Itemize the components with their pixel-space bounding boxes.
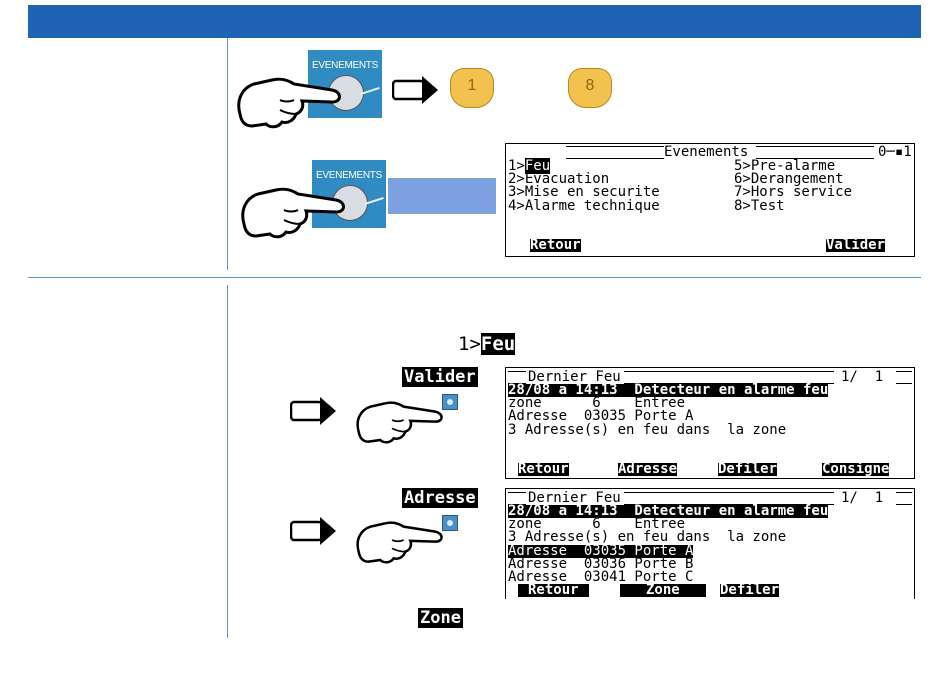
key-1[interactable]: 1 (450, 68, 494, 108)
lcd2-count-line: 3 Adresse(s) en feu dans la zone (508, 529, 787, 545)
adresse-key-label: Adresse (402, 488, 478, 508)
softkey-retour-3[interactable]: Retour (518, 583, 589, 597)
lcd1-page: 1/ 1 (841, 369, 884, 385)
divider-horizontal (28, 277, 921, 278)
pointing-hand-icon (356, 401, 443, 444)
evenements-key[interactable]: EVENEMENTS (308, 50, 382, 118)
lcd-title: Evenements (664, 144, 749, 160)
lock-icon: 0─▪1 (878, 144, 912, 160)
lcd-dernier-feu-addresses: Dernier Feu 1/ 1 28/08 a 14:13 Detecteur… (505, 488, 915, 599)
lcd2-event-line: 28/08 a 14:13 Detecteur en alarme feu (508, 503, 829, 519)
menu-item-test[interactable]: 8>Test (734, 198, 785, 214)
address-row-selected[interactable]: Adresse 03035 Porte A (508, 543, 694, 559)
lcd1-event-line: 28/08 a 14:13 Detecteur en alarme feu (508, 382, 829, 398)
menu-item-feu[interactable]: 1>Feu (508, 158, 551, 174)
menu-item-mise-en-securite[interactable]: 3>Mise en securite (508, 184, 660, 200)
pointing-hand-icon (356, 521, 443, 564)
evenements-key-2[interactable]: EVENEMENTS (312, 160, 386, 228)
key-8[interactable]: 8 (568, 68, 612, 108)
lcd-dernier-feu: Dernier Feu 1/ 1 28/08 a 14:13 Detecteur… (505, 367, 915, 479)
address-row[interactable]: Adresse 03036 Porte B (508, 556, 694, 572)
lcd1-title: Dernier Feu (528, 369, 621, 385)
lcd1-address-line: Adresse 03035 Porte A (508, 408, 694, 424)
menu-item-derangement[interactable]: 6>Derangement (734, 171, 844, 187)
menu-item-alarme-technique[interactable]: 4>Alarme technique (508, 198, 660, 214)
key-1-label: 1 (467, 77, 477, 94)
divider-vertical-1 (227, 38, 228, 270)
menu-item-hors-service[interactable]: 7>Hors service (734, 184, 853, 200)
lcd2-zone-line: zone 6 Entree (508, 516, 686, 532)
header-bar (28, 5, 921, 38)
arrow-right-icon (290, 517, 336, 545)
softkey-defiler[interactable]: Defiler (718, 461, 778, 477)
zone-key-label: Zone (418, 608, 463, 628)
lcd1-zone-line: zone 6 Entree (508, 395, 686, 411)
evenements-key-2-label: EVENEMENTS (316, 170, 382, 181)
menu-item-pre-alarme[interactable]: 5>Pre-alarme (734, 158, 836, 174)
menu-item-evacuation[interactable]: 2>Evacuation (508, 171, 610, 187)
softkey-valider[interactable]: Valider (826, 237, 886, 253)
valider-button-icon[interactable] (442, 394, 458, 410)
arrow-right-icon (392, 76, 438, 104)
lcd2-title: Dernier Feu (528, 490, 621, 506)
softkey-defiler-2[interactable]: Defiler (720, 582, 780, 598)
lcd2-page: 1/ 1 (841, 490, 884, 506)
key-8-label: 8 (585, 77, 595, 94)
softkey-consigne[interactable]: Consigne (822, 461, 890, 477)
feu-caption: 1>Feu (458, 333, 516, 355)
adresse-button-icon[interactable] (442, 515, 458, 531)
pointing-hand-icon (237, 77, 341, 129)
valider-key-label: Valider (402, 367, 478, 387)
lcd1-count-line: 3 Adresse(s) en feu dans la zone (508, 422, 787, 438)
softkey-retour[interactable]: Retour (530, 237, 581, 253)
lcd-evenements-menu: Evenements 0─▪1 1>Feu 2>Evacuation 3>Mis… (505, 143, 915, 257)
softkey-retour-2[interactable]: Retour (518, 461, 569, 477)
arrow-right-icon (290, 397, 336, 425)
softkey-zone[interactable]: Zone (620, 583, 706, 597)
highlight-box (388, 178, 496, 214)
evenements-key-label: EVENEMENTS (312, 60, 378, 71)
pointing-hand-icon (241, 187, 345, 239)
divider-vertical-2 (227, 285, 228, 638)
address-row[interactable]: Adresse 03041 Porte C (508, 569, 694, 585)
softkey-adresse[interactable]: Adresse (618, 461, 678, 477)
